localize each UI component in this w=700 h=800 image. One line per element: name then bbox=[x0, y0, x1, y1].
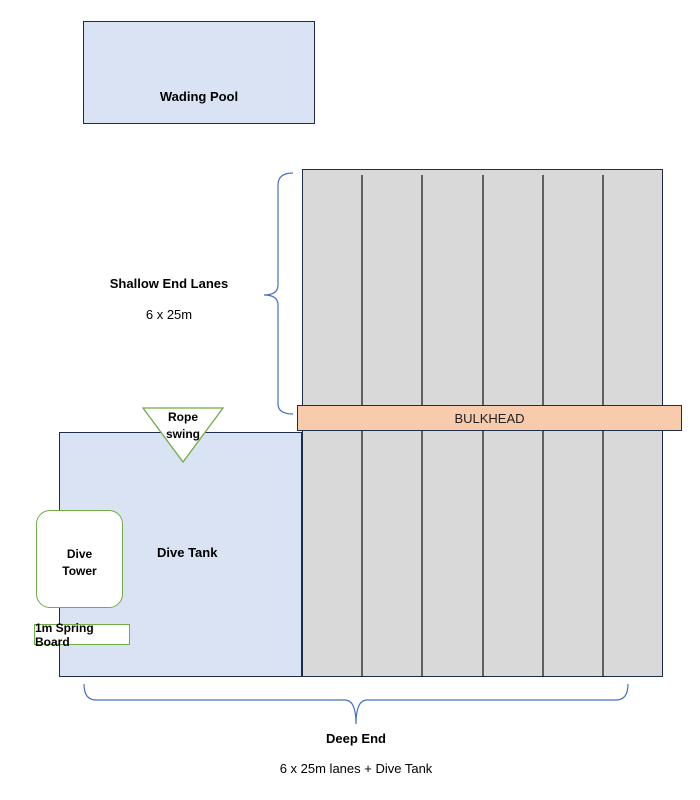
wading-pool-label: Wading Pool bbox=[159, 89, 239, 104]
rope-swing-label-1: Rope bbox=[168, 410, 198, 424]
dive-tower-label-1: Dive bbox=[66, 547, 93, 561]
wading-pool bbox=[83, 21, 315, 124]
shallow-end-brace bbox=[263, 172, 294, 415]
bulkhead: BULKHEAD bbox=[297, 405, 682, 431]
deep-lane-dividers bbox=[361, 431, 604, 677]
dive-tank-label: Dive Tank bbox=[157, 545, 218, 560]
shallow-end-title: Shallow End Lanes bbox=[109, 276, 229, 291]
dive-tower-label-2: Tower bbox=[62, 564, 97, 578]
deep-end-subtitle: 6 x 25m lanes + Dive Tank bbox=[279, 761, 433, 776]
rope-swing-label-2: swing bbox=[165, 427, 200, 441]
rope-swing-triangle bbox=[141, 407, 225, 464]
spring-board-label: 1m Spring Board bbox=[35, 620, 94, 649]
dive-tower bbox=[36, 510, 123, 608]
bulkhead-label: BULKHEAD bbox=[454, 410, 525, 426]
spring-board: 1m Spring Board bbox=[34, 621, 130, 649]
shallow-end-subtitle: 6 x 25m bbox=[145, 307, 193, 322]
shallow-lane-dividers bbox=[361, 175, 604, 405]
deep-end-title: Deep End bbox=[326, 731, 386, 746]
deep-end-brace bbox=[83, 683, 629, 725]
